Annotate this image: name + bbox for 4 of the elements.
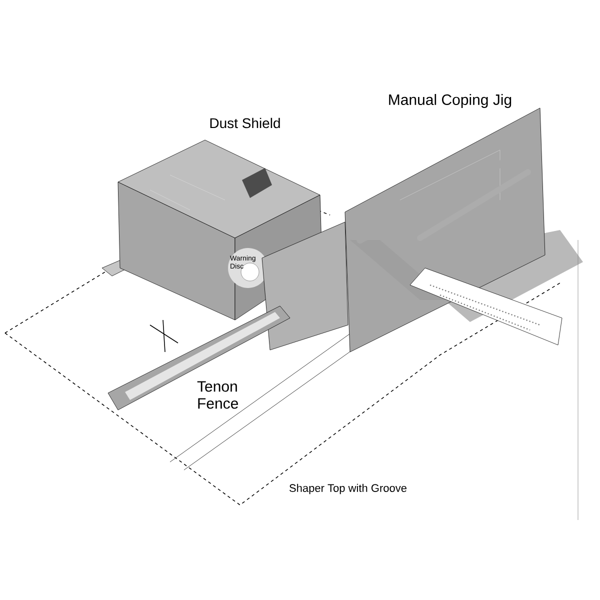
- part-label: Manual Coping Jig: [389, 94, 512, 108]
- part-label: Shaper Top with Groove: [290, 484, 406, 494]
- part-label: Tenon Fence: [197, 381, 238, 409]
- part-label: Dust Shield: [210, 118, 280, 128]
